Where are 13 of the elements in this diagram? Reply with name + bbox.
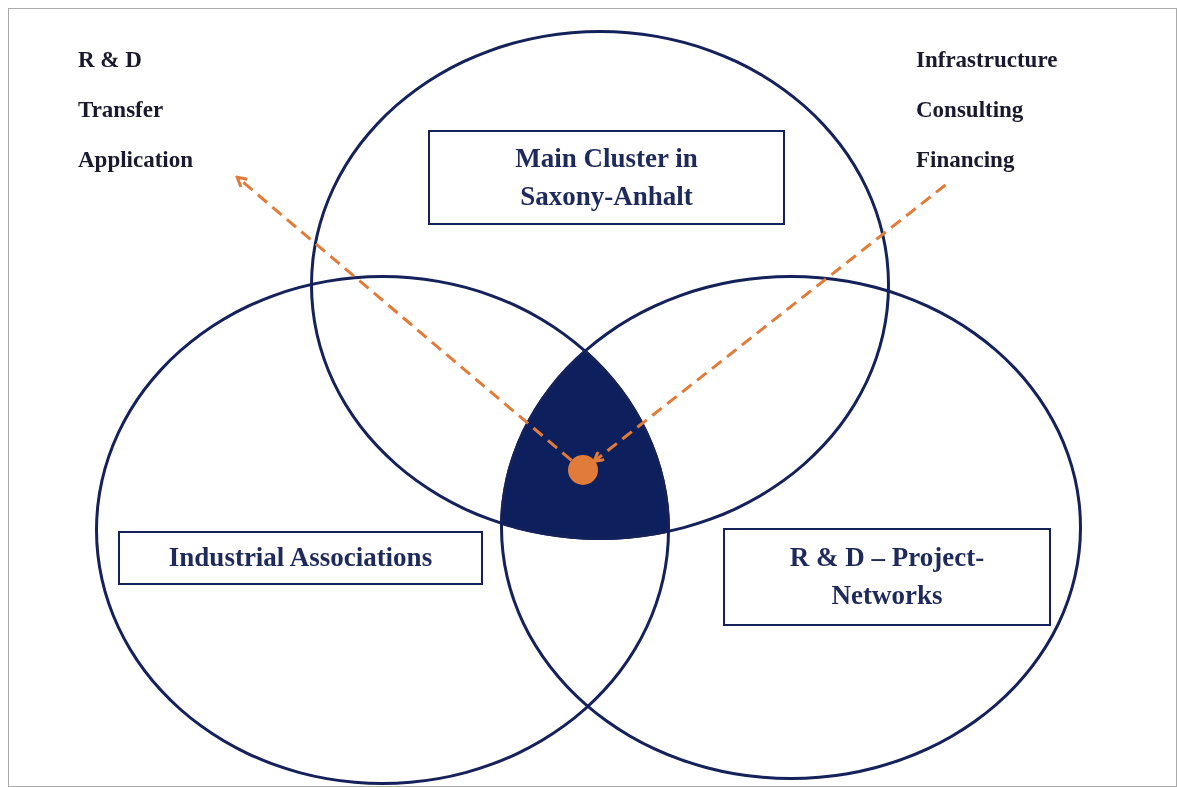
label-box: Industrial Associations: [118, 531, 483, 585]
service-text: Financing: [916, 146, 1016, 174]
venn-circle: [95, 275, 670, 785]
service-text: R & D: [78, 46, 143, 74]
service-text: Consulting: [916, 96, 1025, 124]
label-box: R & D – Project-Networks: [723, 528, 1051, 626]
venn-circle: [500, 275, 1082, 780]
service-text: Transfer: [78, 96, 165, 124]
dashed-arrow: [235, 175, 573, 462]
service-text: Infrastructure: [916, 46, 1059, 74]
dashed-arrow: [592, 183, 947, 463]
service-text: Application: [78, 146, 195, 174]
label-box: Main Cluster in Saxony-Anhalt: [428, 130, 785, 225]
